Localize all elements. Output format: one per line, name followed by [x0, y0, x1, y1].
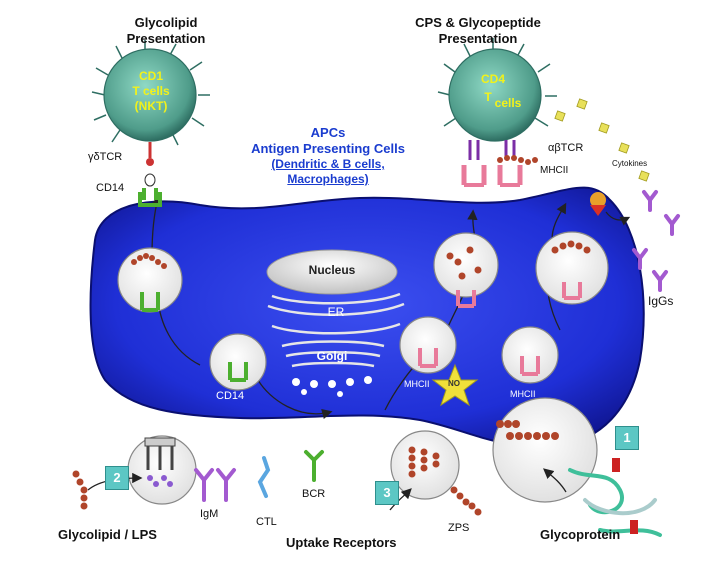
- apc-cell-types-line2: Macrophages): [287, 173, 368, 186]
- apc-cell-types-line1: (Dendritic & B cells,: [271, 158, 384, 171]
- no-label: NO: [448, 380, 460, 389]
- bcr-receptor: [306, 452, 322, 480]
- ab-tcr-label: αβTCR: [548, 142, 583, 154]
- bottom-uptake-label: Uptake Receptors: [286, 536, 397, 550]
- zps-label: ZPS: [448, 522, 469, 534]
- mhcii-mid2-label: MHCII: [510, 390, 536, 400]
- nucleus-label: Nucleus: [309, 264, 356, 277]
- cd14-mid-label: CD14: [216, 390, 244, 402]
- title-cps-line1: CPS & Glycopeptide: [415, 16, 541, 30]
- iggs-label: IgGs: [648, 295, 673, 308]
- bcr-label: BCR: [302, 488, 325, 500]
- ctl-receptor: [260, 458, 268, 496]
- mhcii-mid1-label: MHCII: [404, 380, 430, 390]
- igm-label: IgM: [200, 508, 218, 520]
- ctl-label: CTL: [256, 516, 277, 528]
- bottom-glycolipid-label: Glycolipid / LPS: [58, 528, 157, 542]
- tlrs-label: TLRs: [96, 425, 118, 435]
- cd14-top-label: CD14: [96, 182, 124, 194]
- title-cps-line2: Presentation: [439, 32, 518, 46]
- cytokines-label: Cytokines: [612, 160, 647, 169]
- step-1-badge: 1: [615, 426, 639, 450]
- gd-tcr-receptor: [140, 142, 160, 205]
- tcell-left-line1: CD1: [139, 70, 163, 83]
- step-2-badge: 2: [105, 466, 129, 490]
- mhcii-top-label: MHCII: [540, 165, 568, 176]
- igm-receptor: [196, 470, 234, 500]
- tcell-right-line2: T: [484, 91, 491, 104]
- golgi-label: Golgi: [317, 350, 348, 363]
- tcell-right-line3: cells: [495, 97, 522, 110]
- step-3-badge: 3: [375, 481, 399, 505]
- gd-tcr-label: γδTCR: [88, 151, 122, 163]
- er-label: ER: [328, 306, 345, 319]
- tcell-right: [438, 38, 557, 141]
- tcell-left-line2: T cells: [132, 85, 169, 98]
- title-glycolipid-line2: Presentation: [127, 32, 206, 46]
- apc-subtitle: Antigen Presenting Cells: [251, 142, 405, 156]
- tcell-right-line1: CD4: [481, 73, 505, 86]
- apc-title: APCs: [311, 126, 346, 140]
- tcell-left-line3: (NKT): [135, 100, 168, 113]
- title-glycolipid-line1: Glycolipid: [135, 16, 198, 30]
- ab-tcr-receptor: [464, 140, 538, 185]
- bottom-glycoprotein-label: Glycoprotein: [540, 528, 620, 542]
